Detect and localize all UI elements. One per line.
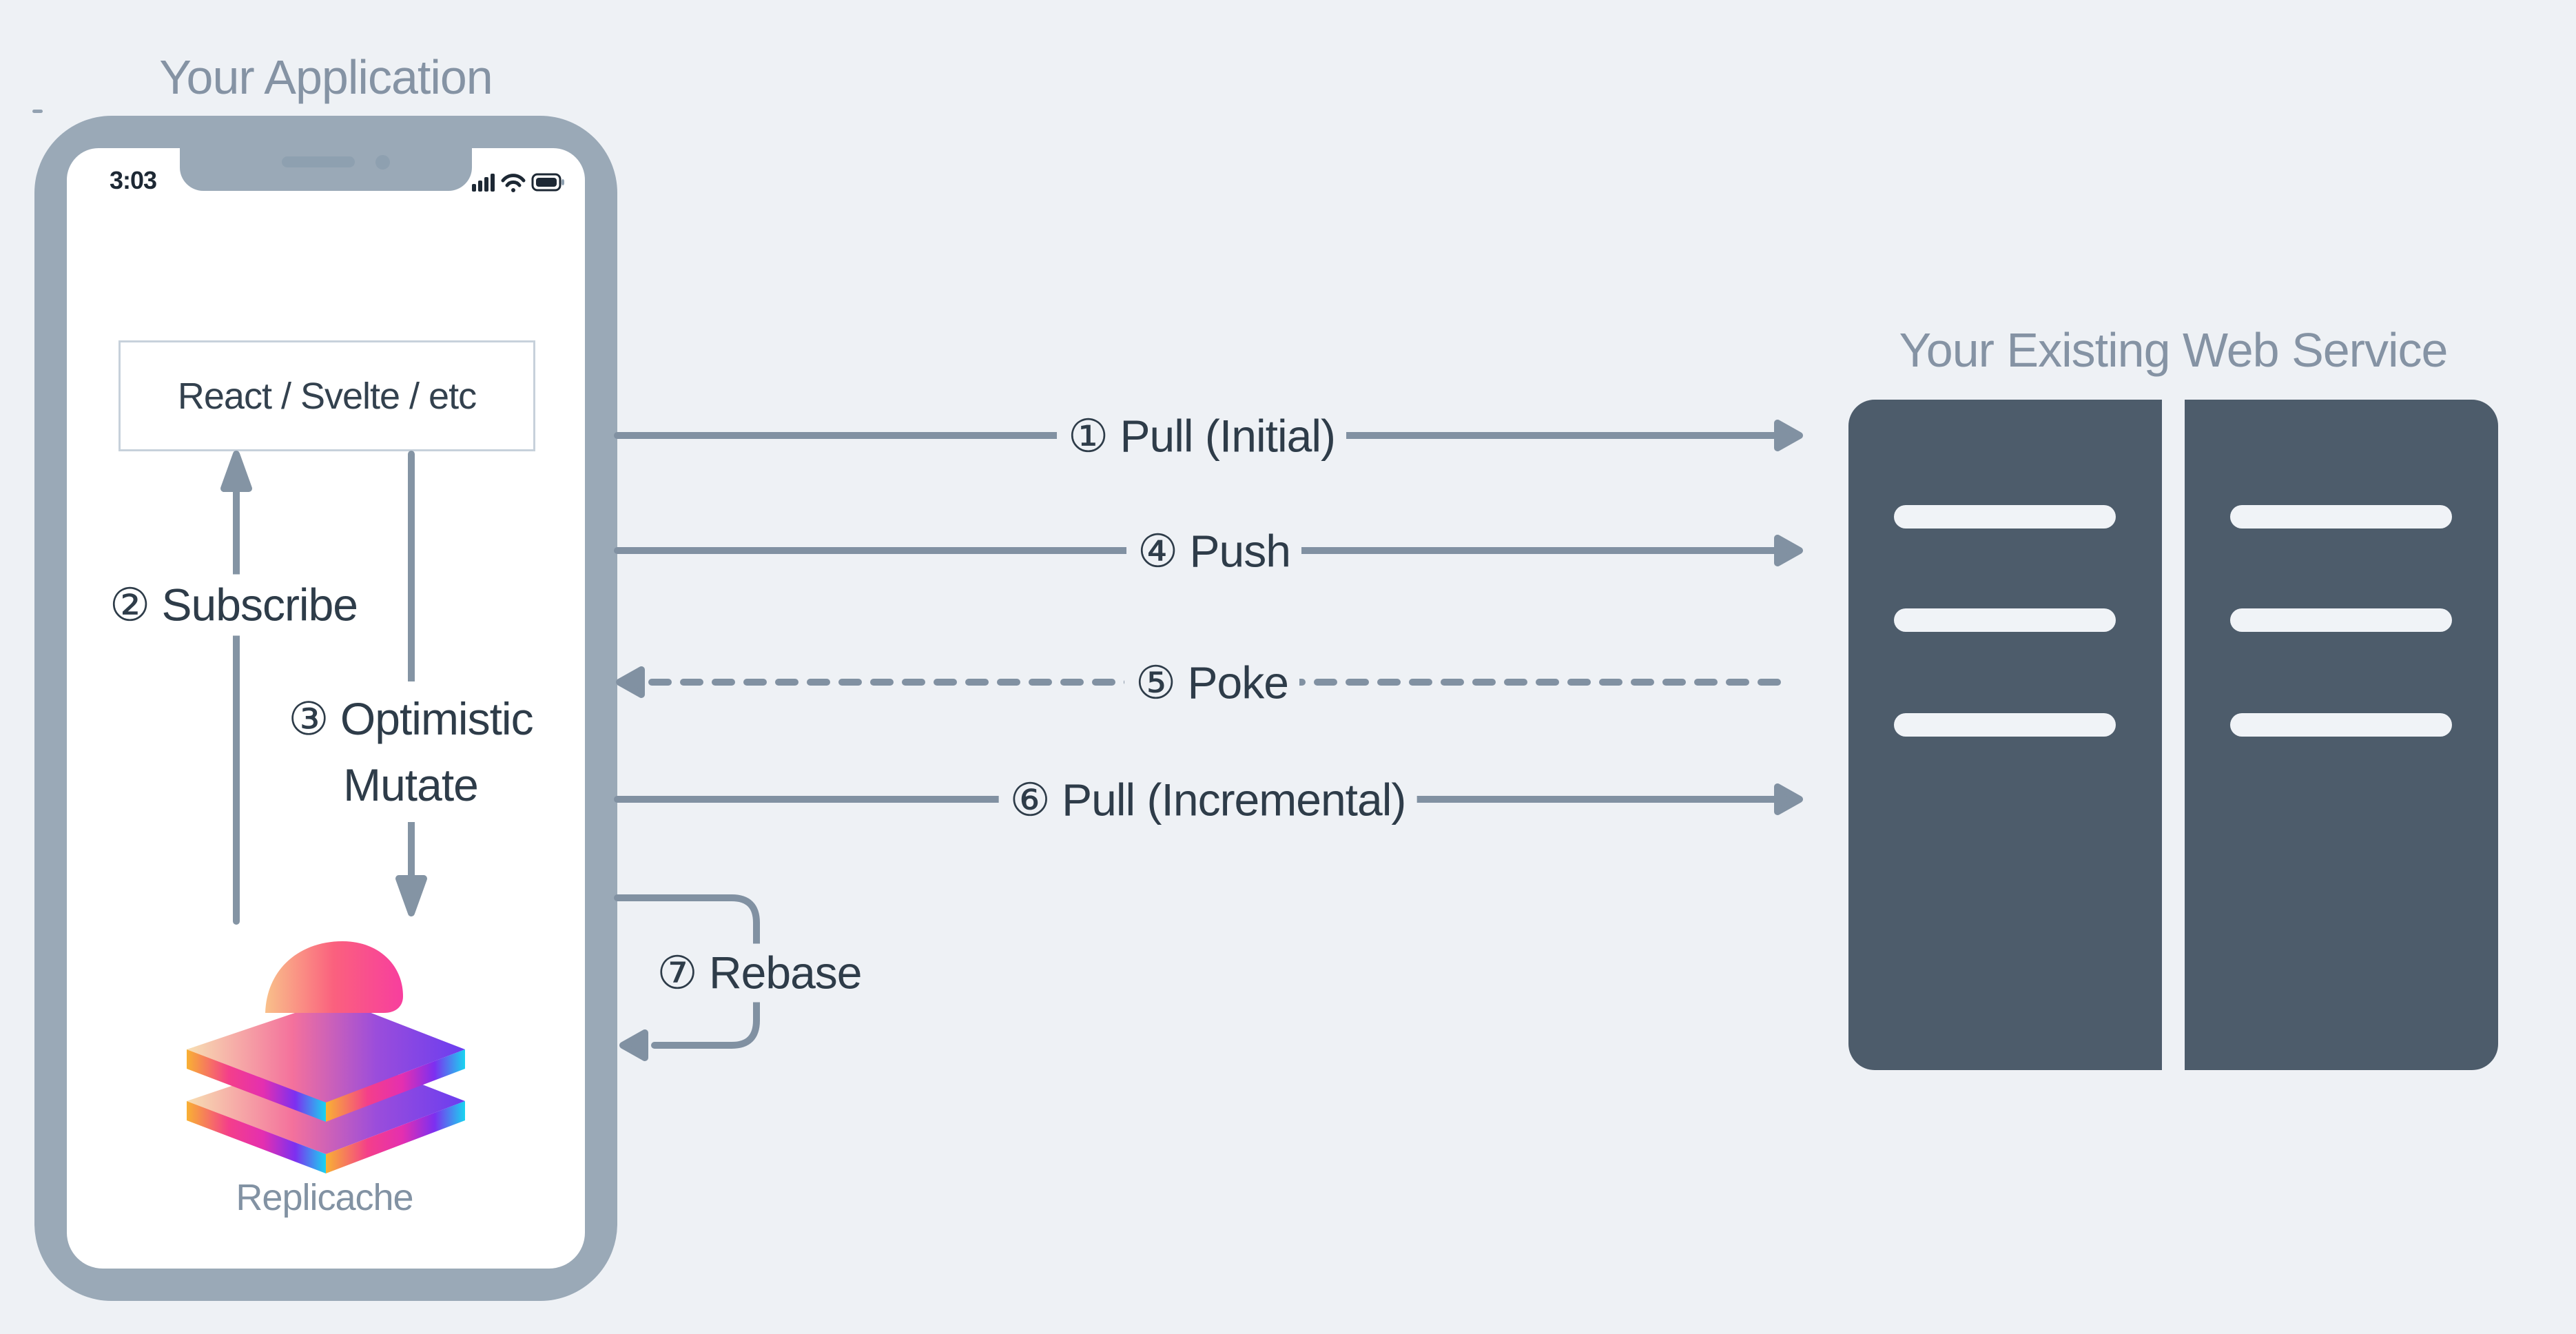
rebase-label: ⑦ Rebase	[646, 943, 873, 1003]
phone-mockup: 3:03	[34, 116, 617, 1301]
pull-initial-label: ① Pull (Initial)	[1057, 407, 1346, 466]
framework-box-label: React / Svelte / etc	[177, 375, 477, 417]
server-slot	[1894, 608, 2116, 632]
server-slot	[1894, 505, 2116, 529]
push-label: ④ Push	[1126, 522, 1301, 581]
server-slot	[2230, 608, 2452, 632]
server-slot	[1894, 713, 2116, 737]
camera-dot-icon	[375, 155, 390, 170]
stray-dash	[32, 110, 43, 113]
replicache-logo-icon	[187, 941, 465, 1173]
poke-label: ⑤ Poke	[1124, 653, 1299, 712]
web-service-servers	[1848, 400, 2498, 1070]
pull-incremental-label: ⑥ Pull (Incremental)	[998, 770, 1417, 830]
status-icons	[472, 173, 564, 192]
web-service-title: Your Existing Web Service	[1899, 323, 2449, 377]
framework-box: React / Svelte / etc	[119, 340, 535, 451]
server-slot	[2230, 505, 2452, 529]
application-title: Your Application	[159, 50, 493, 104]
wifi-icon	[501, 174, 526, 192]
server-slot	[2230, 713, 2452, 737]
logo-upper-plate	[187, 999, 465, 1122]
server-tower	[2185, 400, 2498, 1070]
mutate-label-line2: Mutate	[343, 759, 479, 810]
battery-icon	[531, 173, 564, 192]
cellular-signal-icon	[472, 174, 495, 192]
subscribe-label: ② Subscribe	[101, 574, 366, 636]
speaker-slot-icon	[282, 156, 355, 167]
mutate-label: ③ Optimistic Mutate	[280, 681, 542, 822]
subscribe-arrow	[220, 451, 252, 925]
phone-screen: 3:03	[67, 148, 585, 1269]
phone-notch	[180, 148, 472, 191]
mutate-label-line1: ③ Optimistic	[288, 693, 533, 744]
status-time: 3:03	[110, 166, 157, 194]
server-tower	[1848, 400, 2162, 1070]
replicache-label: Replicache	[236, 1177, 413, 1218]
logo-teardrop	[265, 941, 403, 1013]
